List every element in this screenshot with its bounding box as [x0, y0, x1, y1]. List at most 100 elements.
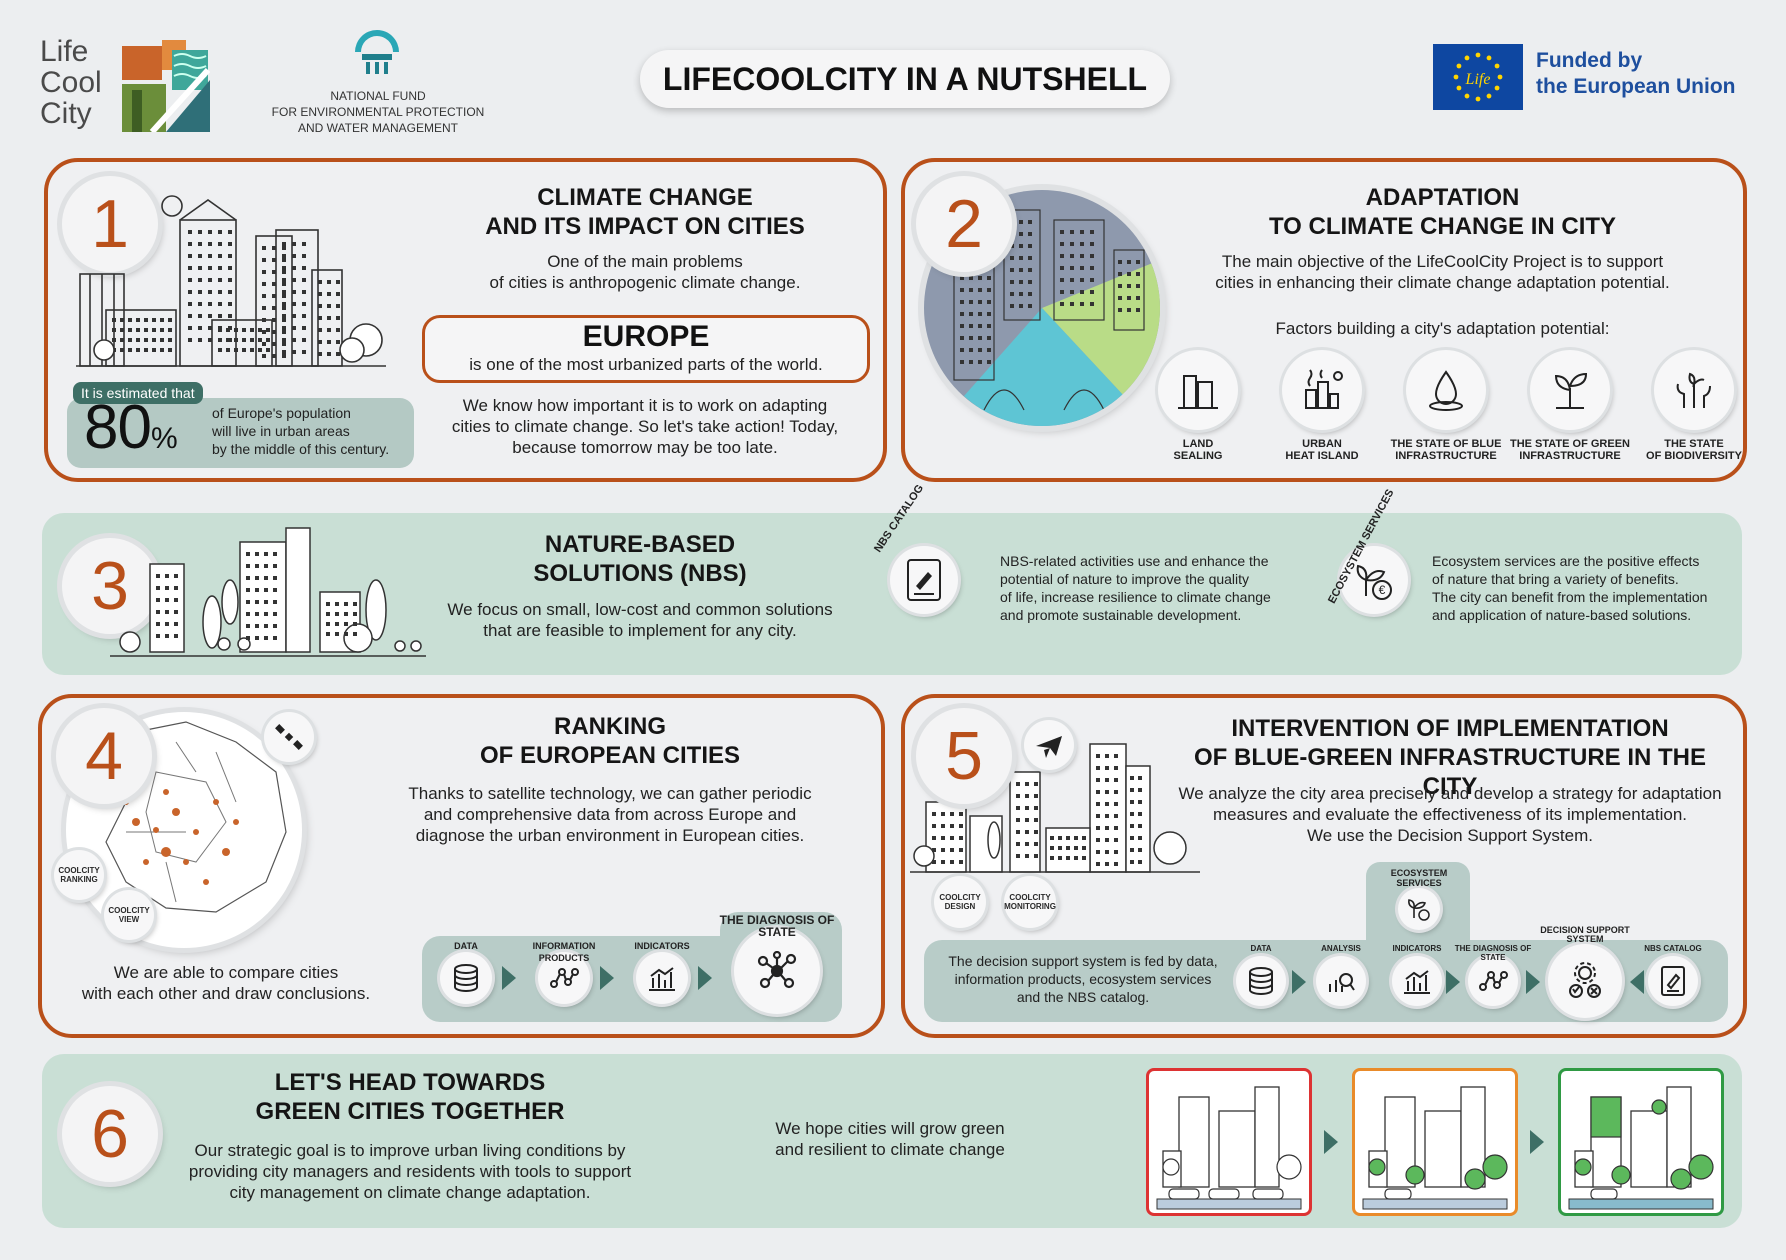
data-icon: [440, 952, 492, 1004]
section-1-title-1: CLIMATE CHANGE: [537, 184, 753, 211]
fund-name-line1: NATIONAL FUND: [330, 89, 426, 103]
section-6-hope-1: We hope cities will grow green: [775, 1119, 1005, 1138]
section-6-text-3: city management on climate change adapta…: [229, 1183, 591, 1202]
eu-flag-icon: Life: [1433, 44, 1523, 110]
intervention-city-illustration: [910, 743, 1200, 873]
section-5-text-1: We analyze the city area precisely and d…: [1178, 784, 1722, 803]
europe-heading: EUROPE: [582, 320, 710, 353]
svg-text:€: €: [1379, 583, 1386, 597]
nbs-city-illustration: [110, 527, 426, 657]
flow-4-label: INDICATORS: [634, 941, 690, 951]
page-title-pill: LIFECOOLCITY IN A NUTSHELL: [640, 50, 1170, 108]
section-4-compare-2: with each other and draw conclusions.: [81, 984, 371, 1003]
eco-text-3: The city can benefit from the implementa…: [1432, 589, 1708, 605]
factors-heading: Factors building a city's adaptation pot…: [1275, 319, 1610, 338]
flow-4-label: DATA: [454, 941, 478, 951]
section-3-text-2: that are feasible to implement for any c…: [483, 621, 797, 640]
section-3-text-1: We focus on small, low-cost and common s…: [447, 600, 833, 619]
fund-name-line3: AND WATER MANAGEMENT: [297, 121, 458, 135]
stage-arrow: [1530, 1130, 1544, 1154]
population-text-3: by the middle of this century.: [212, 441, 390, 457]
city-skyline-illustration: [76, 195, 386, 367]
flow-arrow: [502, 966, 516, 990]
population-text-2: will live in urban areas: [212, 423, 350, 439]
stage-arrow: [1324, 1130, 1338, 1154]
eu-funded-line1: Funded by: [1536, 49, 1643, 72]
information-products-icon: [538, 952, 590, 1004]
indicators-icon: [636, 952, 688, 1004]
section-5-title-1: INTERVENTION OF IMPLEMENTATION: [1231, 715, 1669, 742]
flow-arrow-left: [1630, 970, 1644, 994]
section-2-text-1: The main objective of the LifeCoolCity P…: [1221, 252, 1664, 271]
national-fund-logo: NATIONAL FUND FOR ENVIRONMENTAL PROTECTI…: [258, 28, 498, 138]
section-4-title-2: OF EUROPEAN CITIES: [479, 742, 741, 769]
flow-5-label: THE DIAGNOSIS OF STATE: [1454, 944, 1532, 962]
section-2-number: 2: [916, 176, 1012, 272]
city-stage-1: [1146, 1068, 1312, 1216]
section-3-title-1: NATURE-BASED: [544, 531, 736, 558]
logo-text: Life Cool City: [40, 35, 102, 130]
flow-arrow: [1292, 970, 1306, 994]
lifecoolcity-logo: Life Cool City: [40, 36, 210, 136]
ecosystem-services-icon: €: [1340, 546, 1408, 614]
section-1-text-2: of cities is anthropogenic climate chang…: [489, 273, 801, 292]
section-4-title-1: RANKING: [554, 713, 666, 740]
section-6-text-2: providing city managers and residents wi…: [188, 1162, 632, 1181]
section-2-text-2: cities in enhancing their climate change…: [1215, 273, 1670, 292]
nbs-catalog-icon: [890, 546, 958, 614]
flow-5-eco-icon: [1398, 888, 1440, 930]
dss-text-1: The decision support system is fed by da…: [948, 953, 1218, 969]
eu-life-text: Life: [1465, 71, 1491, 88]
section-6-text-1: Our strategic goal is to improve urban l…: [194, 1141, 626, 1160]
section-4-compare-1: We are able to compare cities: [113, 963, 339, 982]
europe-box: EUROPE is one of the most urbanized part…: [422, 315, 870, 383]
page-title: LIFECOOLCITY IN A NUTSHELL: [662, 60, 1148, 97]
section-1-text-1: One of the main problems: [547, 252, 743, 271]
dss-text-2: information products, ecosystem services: [954, 971, 1212, 987]
section-6-hope-2: and resilient to climate change: [775, 1140, 1005, 1159]
analysis-icon: [1316, 956, 1366, 1006]
plants-icon: [1654, 350, 1734, 430]
nbs-text-3: of life, increase resilience to climate …: [1000, 589, 1271, 605]
section-4-text-3: diagnose the urban environment in Europe…: [415, 826, 805, 845]
water-drop-icon: [1406, 350, 1486, 430]
flow-arrow: [698, 966, 712, 990]
fund-name-line2: FOR ENVIRONMENTAL PROTECTION: [271, 105, 485, 119]
flow-5-eco-label: ECOSYSTEM SERVICES: [1390, 868, 1448, 888]
stat-80-percent: 80%: [84, 393, 178, 462]
eco-text-2: of nature that bring a variety of benefi…: [1432, 571, 1679, 587]
flow-5-label: INDICATORS: [1392, 944, 1442, 953]
nbs-text-1: NBS-related activities use and enhance t…: [1000, 553, 1269, 569]
section-6-title-2: GREEN CITIES TOGETHER: [255, 1098, 565, 1125]
sprout-icon: [1530, 350, 1610, 430]
section-3-title-2: SOLUTIONS (NBS): [533, 560, 747, 587]
nbs-catalog-icon: [1648, 956, 1698, 1006]
diagnosis-of-state-icon: [1468, 956, 1518, 1006]
flow-4-label: INFORMATION PRODUCTS: [532, 941, 596, 963]
flow-arrow: [600, 966, 614, 990]
flow-arrow: [1446, 970, 1460, 994]
flow-4-label: THE DIAGNOSIS OF STATE: [719, 913, 835, 939]
section-6-title-1: LET'S HEAD TOWARDS: [274, 1069, 546, 1096]
flow-5-label: ANALYSIS: [1321, 944, 1361, 953]
decision-support-system-icon: [1548, 944, 1622, 1018]
section-5-title-2: OF BLUE-GREEN INFRASTRUCTURE IN THE CITY: [1194, 744, 1706, 800]
eco-text-1: Ecosystem services are the positive effe…: [1432, 553, 1700, 569]
section-3-number: 3: [62, 538, 158, 634]
eu-funded-line2: the European Union: [1536, 75, 1736, 98]
nbs-text-2: potential of nature to improve the quali…: [1000, 571, 1250, 587]
flow-arrow: [1526, 970, 1540, 994]
eco-text-4: and application of nature-based solution…: [1432, 607, 1692, 623]
population-text-1: of Europe's population: [212, 405, 351, 421]
section-4-text-1: Thanks to satellite technology, we can g…: [408, 784, 812, 803]
diagnosis-of-state-icon: [734, 928, 820, 1014]
section-1-title-2: AND ITS IMPACT ON CITIES: [485, 213, 805, 240]
section-5-text-2: measures and evaluate the effectiveness …: [1212, 805, 1688, 824]
section-4-text-2: and comprehensive data from across Europ…: [423, 805, 797, 824]
